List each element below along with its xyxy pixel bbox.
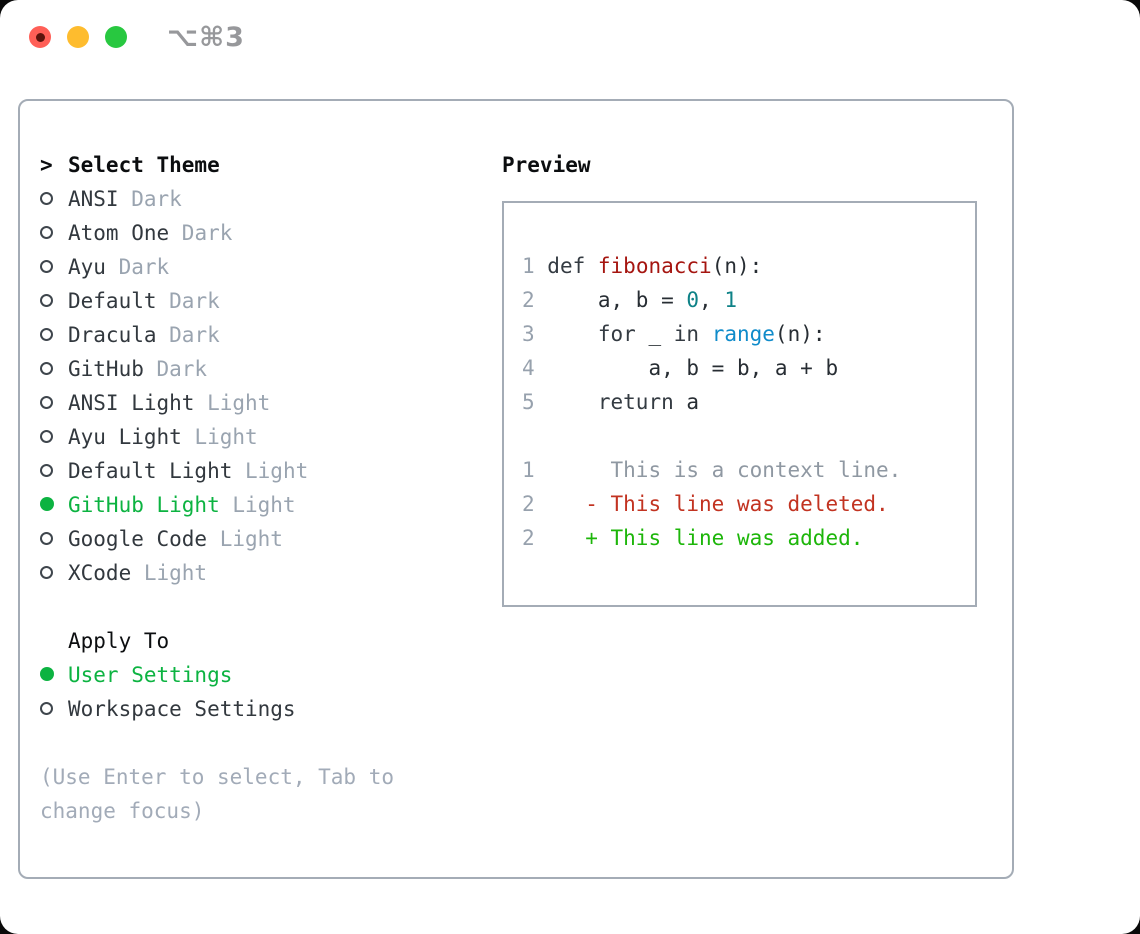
theme-variant-label: Light [194,391,271,415]
option-label: ANSI [68,187,119,211]
close-button[interactable] [29,26,51,48]
radio-icon [40,430,53,443]
code-line: 1 This is a context line. [522,458,902,482]
code-line: 2 + This line was added. [522,526,864,550]
radio-icon [40,294,53,307]
theme-variant-label: Dark [169,221,233,245]
option-label: Ayu [68,255,106,279]
theme-option-ansi[interactable]: ANSI Dark [40,182,502,216]
theme-option-atom-one[interactable]: Atom One Dark [40,216,502,250]
option-label: ANSI Light [68,391,195,415]
theme-variant-label: Light [181,425,258,449]
theme-variant-label: Dark [156,289,220,313]
preview-header: Preview [502,148,1012,182]
theme-variant-label: Dark [105,255,170,279]
radio-icon [40,566,53,579]
keyboard-hint: (Use Enter to select, Tab to change focus… [40,760,502,828]
option-label: Default Light [68,459,233,483]
theme-variant-label: Light [232,459,309,483]
option-label: Dracula [68,323,157,347]
radio-icon [40,702,53,715]
apply-to-title: Apply To [68,629,170,653]
radio-icon [40,532,53,545]
apply-to-header: Apply To [40,624,502,658]
theme-option-github-light[interactable]: GitHub Light Light [40,488,502,522]
option-label: GitHub Light [68,493,220,517]
code-line: 2 - This line was deleted. [522,492,889,516]
option-label: Atom One [68,221,170,245]
theme-option-ansi-light[interactable]: ANSI Light Light [40,386,502,420]
preview-title: Preview [502,153,591,177]
close-dot-icon [35,32,45,42]
radio-icon [40,226,53,239]
theme-variant-label: Light [131,561,208,585]
theme-option-default[interactable]: Default Dark [40,284,502,318]
code-line: 1 def fibonacci(n): [522,254,763,278]
zoom-button[interactable] [105,26,127,48]
radio-icon [40,464,53,477]
preview-column: Preview 1 def fibonacci(n): 2 a, b = 0, 1… [502,148,1012,877]
option-label: Ayu Light [68,425,182,449]
theme-variant-label: Dark [118,187,182,211]
option-label: Google Code [68,527,208,551]
theme-option-ayu[interactable]: Ayu Dark [40,250,502,284]
select-theme-header: > Select Theme [40,148,502,182]
apply-option-workspace-settings[interactable]: Workspace Settings [40,692,502,726]
preview-box: 1 def fibonacci(n): 2 a, b = 0, 1 3 for _ … [502,201,977,607]
minimize-button[interactable] [67,26,89,48]
option-label: User Settings [68,663,233,687]
apply-option-user-settings[interactable]: User Settings [40,658,502,692]
code-blank-line [522,419,975,453]
theme-variant-label: Dark [156,323,220,347]
code-line: 4 a, b = b, a + b [522,356,839,380]
option-label: GitHub [68,357,144,381]
theme-variant-label: Light [219,493,296,517]
radio-icon [40,328,53,341]
window-shortcut-label: ⌥⌘3 [167,21,245,53]
code-line: 3 for _ in range(n): [522,322,826,346]
option-label: XCode [68,561,132,585]
select-theme-title: Select Theme [68,153,220,177]
theme-option-ayu-light[interactable]: Ayu Light Light [40,420,502,454]
code-line: 5 return a [522,390,700,414]
hint-text-line: change focus) [40,799,205,823]
option-label: Default [68,289,157,313]
theme-option-google-code[interactable]: Google Code Light [40,522,502,556]
radio-icon [40,396,53,409]
radio-selected-icon [40,497,54,511]
theme-option-dracula[interactable]: Dracula Dark [40,318,502,352]
theme-variant-label: Light [207,527,283,551]
theme-option-xcode[interactable]: XCode Light [40,556,502,590]
option-label: Workspace Settings [68,697,296,721]
theme-option-github[interactable]: GitHub Dark [40,352,502,386]
traffic-lights [29,26,127,48]
titlebar: ⌥⌘3 [0,0,1140,74]
radio-selected-icon [40,667,54,681]
hint-text-line: (Use Enter to select, Tab to [40,765,395,789]
radio-icon [40,362,53,375]
prompt-caret-icon: > [40,153,53,177]
code-sample: 1 def fibonacci(n): 2 a, b = 0, 1 3 for _ … [522,249,975,555]
radio-icon [40,260,53,273]
theme-variant-label: Dark [143,357,208,381]
theme-option-default-light[interactable]: Default Light Light [40,454,502,488]
code-line: 2 a, b = 0, 1 [522,288,737,312]
radio-icon [40,192,53,205]
